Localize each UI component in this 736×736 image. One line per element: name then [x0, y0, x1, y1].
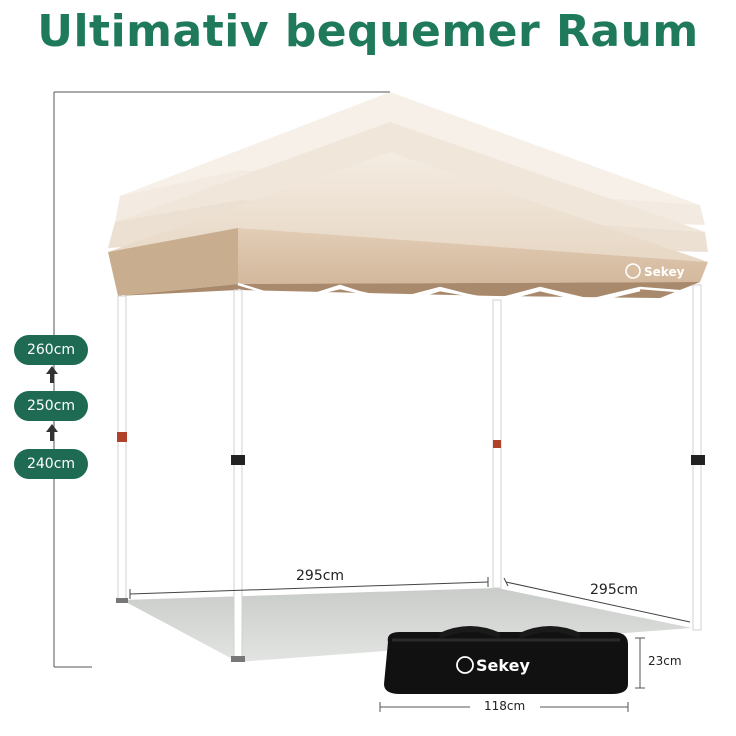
height-pill-250: 250cm: [14, 391, 88, 421]
canopy-logo: Sekey: [625, 263, 685, 279]
canopy-logo-text: Sekey: [644, 265, 685, 279]
height-pill-260: 260cm: [14, 335, 88, 365]
width-dimension-line: [129, 577, 489, 599]
leg-feet: [116, 598, 245, 662]
height-arrow-icon: [46, 366, 58, 441]
depth-label: 295cm: [590, 582, 639, 598]
carry-bag: Sekey: [384, 626, 628, 694]
truss-frame: [121, 282, 691, 307]
height-pill-240: 240cm: [14, 449, 88, 479]
page-title: Ultimativ bequemer Raum: [37, 6, 699, 57]
bag-height-dimension-line: [635, 637, 645, 689]
floor-shadow: [122, 588, 692, 662]
bag-logo-text: Sekey: [476, 656, 530, 675]
canopy: [108, 152, 708, 298]
bag-length-dimension-line: [379, 702, 629, 712]
bag-height-label: 23cm: [648, 654, 682, 668]
width-label: 295cm: [296, 568, 345, 584]
bag-length-label: 118cm: [484, 699, 526, 713]
leg-buttons: [117, 432, 705, 465]
depth-dimension-line: [503, 577, 691, 623]
